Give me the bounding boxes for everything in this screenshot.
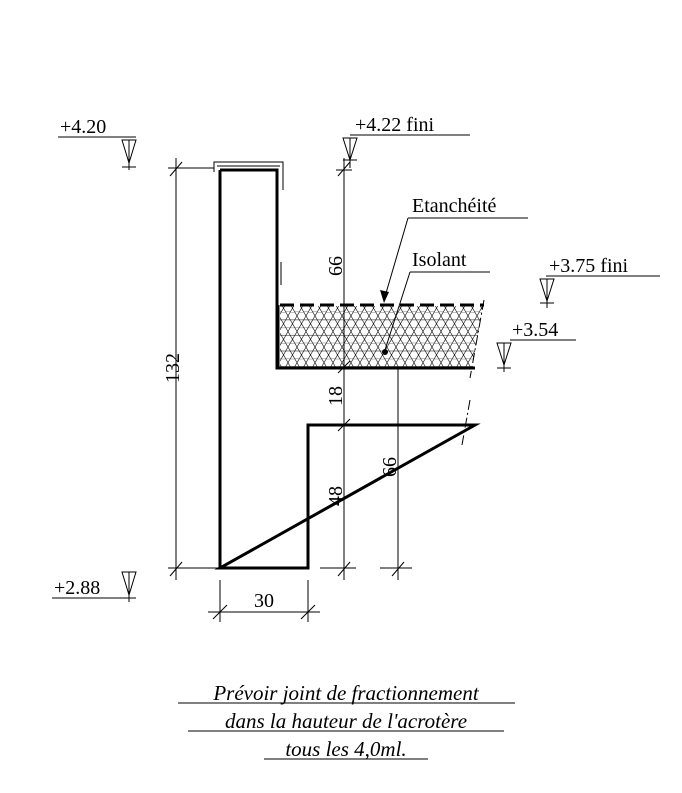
dim-lower-label: 48 [325,486,347,506]
break-line [461,299,485,446]
dim-slab-label: 18 [325,386,347,406]
insulation-hatch [280,306,483,368]
level-mark-roof-finish [539,275,660,308]
level-top-finish-label: +4.22 fini [355,114,434,136]
level-mark-bottom [52,571,137,602]
dim-wall-width-label: 30 [254,590,274,612]
note-line-2: dans la hauteur de l'acrotère [225,709,467,733]
level-slab-top-label: +3.54 [512,319,558,341]
insulation-label: Isolant [412,249,467,271]
note-block: Prévoir joint de fractionnement dans la … [178,681,515,761]
dim-wall-width [208,580,320,622]
waterproofing-label: Etanchéité [412,195,497,217]
dim-middle-chain [320,158,356,580]
level-bottom-label: +2.88 [54,577,100,599]
level-mark-top-finish [342,134,470,168]
leader-waterproofing [380,217,528,303]
level-mark-top-left [58,136,137,170]
dim-right [380,368,412,580]
dim-upper-label: 66 [325,256,347,276]
level-mark-slab-top [496,339,576,372]
note-line-3: tous les 4,0ml. [285,737,406,761]
dim-total-height-label: 132 [162,353,184,383]
level-roof-finish-label: +3.75 fini [549,255,628,277]
level-top-left-label: +4.20 [60,116,106,138]
dim-total-height [168,158,218,580]
concrete-outline [213,161,481,570]
dim-right-label: 66 [379,457,401,477]
note-line-1: Prévoir joint de fractionnement [212,681,480,705]
leader-insulation [382,271,490,355]
